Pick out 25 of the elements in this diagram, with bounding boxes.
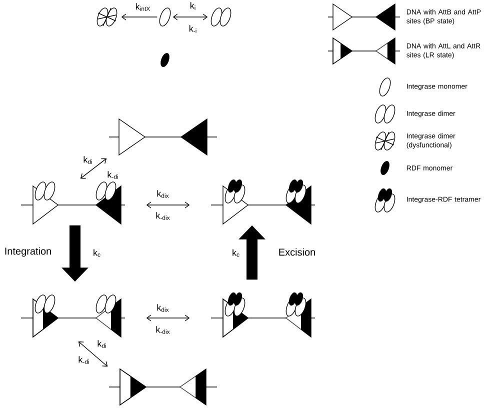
double-arrow [78,341,108,367]
process-label: Integration [5,247,51,257]
rate-label: k$_{-dix}$ [156,212,170,220]
edge-label: k$_{dix}$ [157,190,169,198]
edge-label: k$_{intX}$ [136,3,150,11]
dimer-drawing [210,8,232,26]
rate-label: k$_{-di}$ [78,356,89,364]
double-arrow [146,314,190,322]
double-arrow [80,158,107,179]
edge-label: k$_{i}$ [190,2,196,10]
edge-label: k$_{dix}$ [157,304,169,312]
rate-label: k$_{-i}$ [189,25,196,33]
process-label: Excision [279,248,315,256]
edge-label: k$_{di}$ [84,156,92,164]
double-arrow [172,14,208,20]
double-arrow [146,202,190,208]
rate-label: k$_{-di}$ [108,171,118,179]
edge-label: k$_{c}$ [94,249,100,257]
dimer-drawing [96,8,118,26]
monomer-drawing [160,52,170,68]
edge-label: k$_{di}$ [98,340,106,348]
monomer-drawing [159,8,171,26]
arrow [121,14,158,20]
edge-label: k$_{c}$ [232,249,240,257]
rate-label: k$_{-dix}$ [156,326,170,334]
